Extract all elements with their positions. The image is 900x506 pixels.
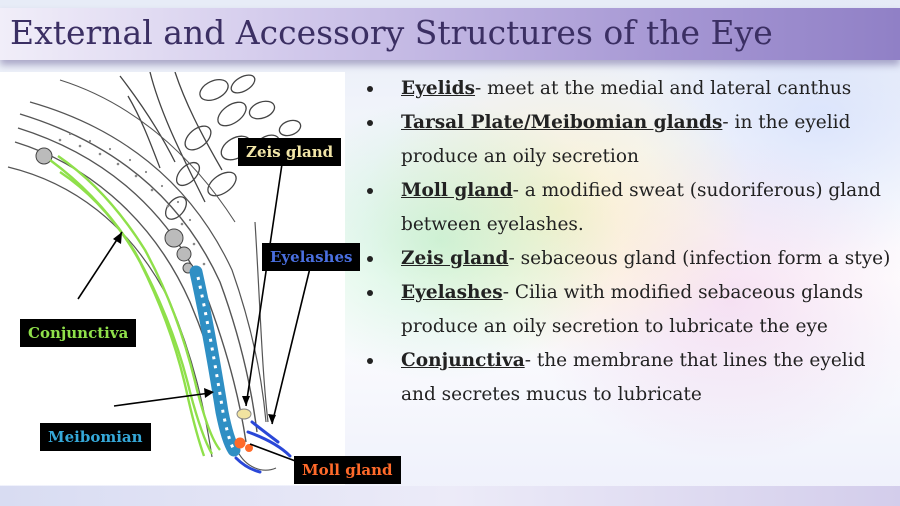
bullet-term: Eyelids <box>401 78 476 99</box>
eyelid-diagram <box>7 72 311 474</box>
moll-gland-label: Moll gland <box>294 456 401 484</box>
zeis-gland-label: Zeis gland <box>238 138 342 166</box>
bullet-text: - the membrane that lines the eyelid and… <box>401 350 866 405</box>
muscle-fibers <box>58 132 206 266</box>
conjunctiva-label: Conjunctiva <box>20 319 137 347</box>
slide-title: External and Accessory Structures of the… <box>10 13 773 52</box>
bullet-term: Conjunctiva <box>401 350 525 371</box>
bullet-term: Eyelashes <box>401 282 503 303</box>
small-glands <box>35 147 194 274</box>
eyelashes-label: Eyelashes <box>262 243 361 271</box>
meibomian-label: Meibomian <box>40 423 151 451</box>
bullet-zeis-gland: Zeis gland- sebaceous gland (infection f… <box>364 242 894 276</box>
bullet-term: Zeis gland <box>401 248 509 269</box>
conjunctiva-lines <box>49 155 221 457</box>
bullet-term: Tarsal Plate/Meibomian glands <box>401 112 723 133</box>
bullet-text: - Cilia with modified sebaceous glands p… <box>401 282 864 337</box>
bottom-decor-strip <box>0 486 900 506</box>
moll-gland-shape <box>234 437 246 449</box>
title-bar: External and Accessory Structures of the… <box>0 8 900 60</box>
eyelash-shapes <box>234 420 292 474</box>
bullet-tarsal-plate: Tarsal Plate/Meibomian glands- in the ey… <box>364 106 894 174</box>
eyelid-layers <box>7 79 277 471</box>
pointer-lines <box>77 163 311 463</box>
bullet-text: - meet at the medial and lateral canthus <box>475 78 852 99</box>
moll-gland-shape <box>245 444 253 452</box>
eyelid-cross-section-illustration: Zeis gland Eyelashes Conjunctiva Meibomi… <box>0 72 401 485</box>
bullet-text: - a modified sweat (sudoriferous) gland … <box>401 180 881 235</box>
bullet-moll-gland: Moll gland- a modified sweat (sudorifero… <box>364 174 894 242</box>
bullet-eyelids: Eyelids- meet at the medial and lateral … <box>364 72 894 106</box>
bullet-text: - sebaceous gland (infection form a stye… <box>508 248 891 269</box>
bullet-term: Moll gland <box>401 180 513 201</box>
meibomian-gland <box>189 265 241 457</box>
bullet-list: Eyelids- meet at the medial and lateral … <box>364 72 894 412</box>
pointer-arrowheads <box>113 232 276 424</box>
bullet-text: - in the eyelid produce an oily secretio… <box>401 112 851 167</box>
tissue-cells <box>119 72 302 220</box>
zeis-gland-shape <box>236 408 252 420</box>
bullet-eyelashes: Eyelashes- Cilia with modified sebaceous… <box>364 276 894 344</box>
bullet-conjunctiva: Conjunctiva- the membrane that lines the… <box>364 344 894 412</box>
